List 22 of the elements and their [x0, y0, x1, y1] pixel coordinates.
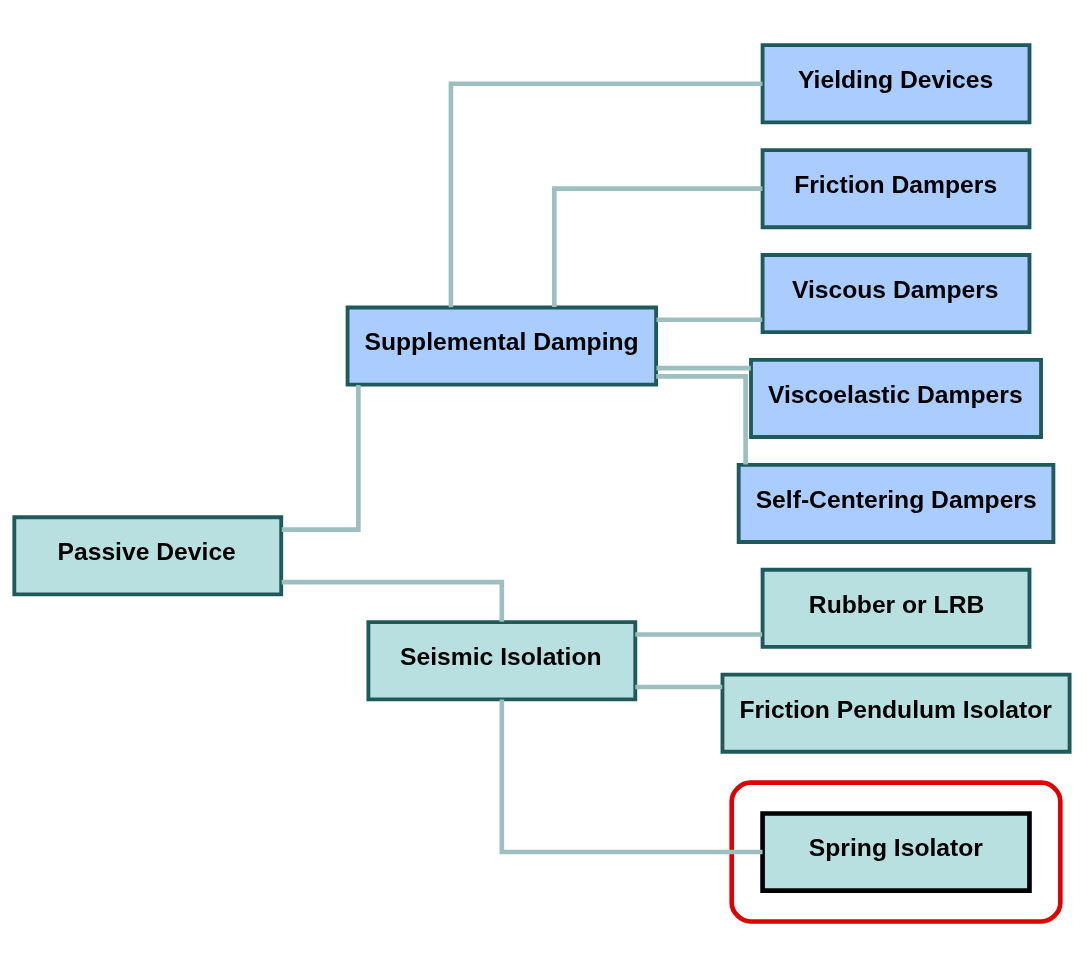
connector: [635, 632, 763, 637]
node-box: Yielding Devices: [760, 43, 1032, 125]
cluster: [729, 780, 1063, 924]
node-box: Spring Isolator: [760, 811, 1032, 893]
node-box: Passive Device: [12, 515, 284, 597]
node-box: Self-Centering Dampers: [736, 462, 1056, 544]
connector: [448, 81, 763, 308]
connector: [281, 579, 505, 622]
node-box: Friction Dampers: [760, 148, 1032, 230]
connector: [635, 684, 723, 690]
node-box: Rubber or LRB: [760, 567, 1032, 649]
connector: [656, 374, 748, 465]
node-box: Supplemental Damping: [345, 305, 659, 387]
node-box: Friction Pendulum Isolator: [720, 672, 1072, 754]
node-box: Viscous Dampers: [760, 253, 1032, 335]
node-box: Seismic Isolation: [366, 620, 638, 702]
connector: [656, 365, 751, 371]
connector: [499, 699, 763, 855]
connector: [281, 384, 361, 532]
node-box: Viscoelastic Dampers: [749, 357, 1043, 439]
connector: [656, 317, 763, 323]
connector: [552, 186, 763, 308]
